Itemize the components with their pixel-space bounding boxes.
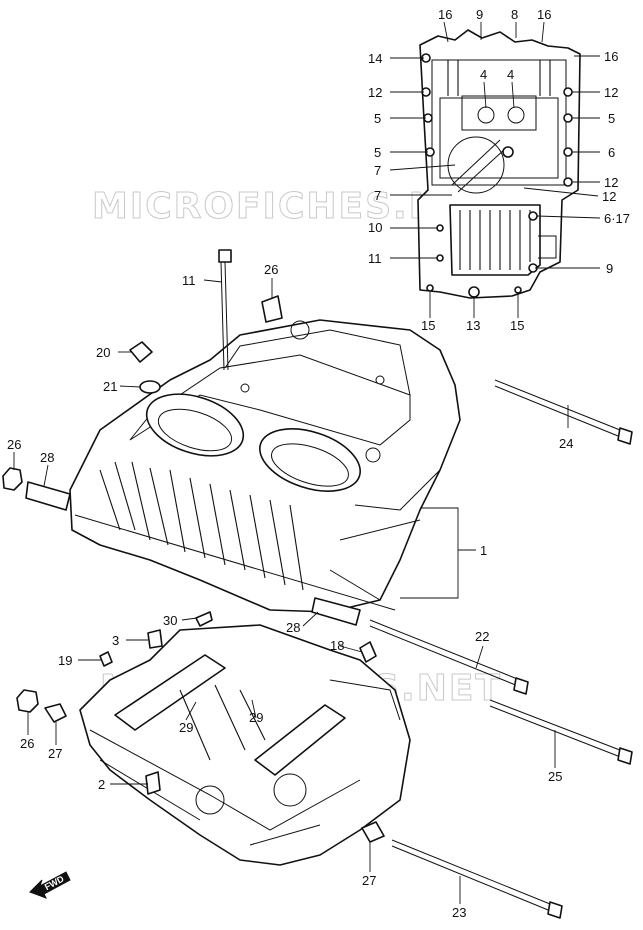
callout-6-17: 6·17	[604, 211, 630, 226]
callout-28: 28	[286, 620, 300, 635]
callout-26: 26	[20, 736, 34, 751]
callout-12: 12	[368, 85, 382, 100]
callout-25: 25	[548, 769, 562, 784]
small-parts	[2, 249, 633, 919]
leader-lines	[13, 21, 601, 904]
callout-9: 9	[476, 7, 483, 22]
callout-5: 5	[608, 111, 615, 126]
callout-4: 4	[507, 67, 514, 82]
callout-23: 23	[452, 905, 466, 920]
callout-16: 16	[537, 7, 551, 22]
callout-26: 26	[7, 437, 21, 452]
callout-11: 11	[368, 251, 382, 266]
callout-13: 13	[466, 318, 480, 333]
callout-11: 11	[182, 273, 196, 288]
callout-26: 26	[264, 262, 278, 277]
upper-crankcase	[69, 319, 461, 613]
callout-7: 7	[374, 163, 381, 178]
callout-9: 9	[606, 261, 613, 276]
callout-10: 10	[368, 220, 382, 235]
callout-8: 8	[511, 7, 518, 22]
callout-6: 6	[608, 145, 615, 160]
callout-15: 15	[421, 318, 435, 333]
oil-pan-assembly	[417, 29, 581, 299]
callout-12: 12	[604, 85, 618, 100]
callout-29: 29	[249, 710, 263, 725]
fwd-arrow: FWD	[29, 871, 71, 899]
callout-4: 4	[480, 67, 487, 82]
callout-27: 27	[48, 746, 62, 761]
callout-21: 21	[103, 379, 117, 394]
callout-28: 28	[40, 450, 54, 465]
callout-12: 12	[602, 189, 616, 204]
callout-2: 2	[98, 777, 105, 792]
callout-16: 16	[604, 49, 618, 64]
callout-1: 1	[480, 543, 487, 558]
callout-16: 16	[438, 7, 452, 22]
callout-5: 5	[374, 111, 381, 126]
callout-24: 24	[559, 436, 573, 451]
callouts: 16 9 8 16 14 16 4 4 12 12 5 5 5 6 7 12 7…	[7, 7, 630, 920]
callout-15: 15	[510, 318, 524, 333]
callout-29: 29	[179, 720, 193, 735]
callout-20: 20	[96, 345, 110, 360]
callout-12: 12	[604, 175, 618, 190]
callout-19: 19	[58, 653, 72, 668]
callout-14: 14	[368, 51, 382, 66]
callout-3: 3	[112, 633, 119, 648]
lower-crankcase	[79, 624, 411, 866]
callout-18: 18	[330, 638, 344, 653]
callout-22: 22	[475, 629, 489, 644]
callout-7: 7	[374, 188, 381, 203]
callout-5: 5	[374, 145, 381, 160]
callout-30: 30	[163, 613, 177, 628]
callout-27: 27	[362, 873, 376, 888]
